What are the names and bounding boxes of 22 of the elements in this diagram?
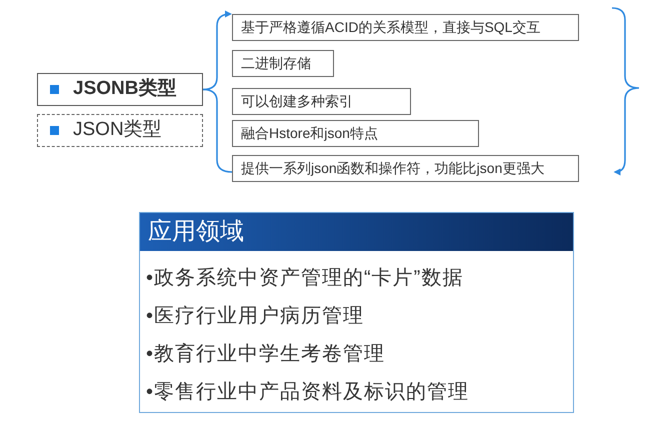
- list-item: •教育行业中学生考卷管理: [146, 342, 386, 367]
- application-panel: [139, 212, 574, 413]
- feature-box: [232, 120, 479, 147]
- feature-text: 提供一系列json函数和操作符，功能比json更强大: [241, 159, 544, 178]
- brace-arrow: [202, 10, 232, 90]
- type-label: JSONB类型: [73, 77, 176, 102]
- type-label: JSON类型: [73, 118, 162, 142]
- feature-box: [232, 88, 411, 115]
- list-item: •政务系统中资产管理的“卡片”数据: [146, 266, 464, 291]
- list-item: •零售行业中产品资料及标识的管理: [146, 380, 470, 405]
- brace-line: [202, 88, 232, 173]
- feature-text: 融合Hstore和json特点: [241, 124, 378, 143]
- list-item: •医疗行业用户病历管理: [146, 304, 364, 329]
- panel-heading: 应用领域: [148, 220, 244, 244]
- feature-text: 二进制存储: [241, 54, 311, 73]
- feature-box: [232, 50, 334, 77]
- feature-box: [232, 155, 579, 182]
- feature-text: 基于严格遵循ACID的关系模型，直接与SQL交互: [241, 18, 540, 37]
- feature-text: 可以创建多种索引: [241, 92, 353, 111]
- feature-box: [232, 14, 579, 41]
- type-box: [37, 73, 203, 106]
- type-box-dashed: [37, 114, 203, 147]
